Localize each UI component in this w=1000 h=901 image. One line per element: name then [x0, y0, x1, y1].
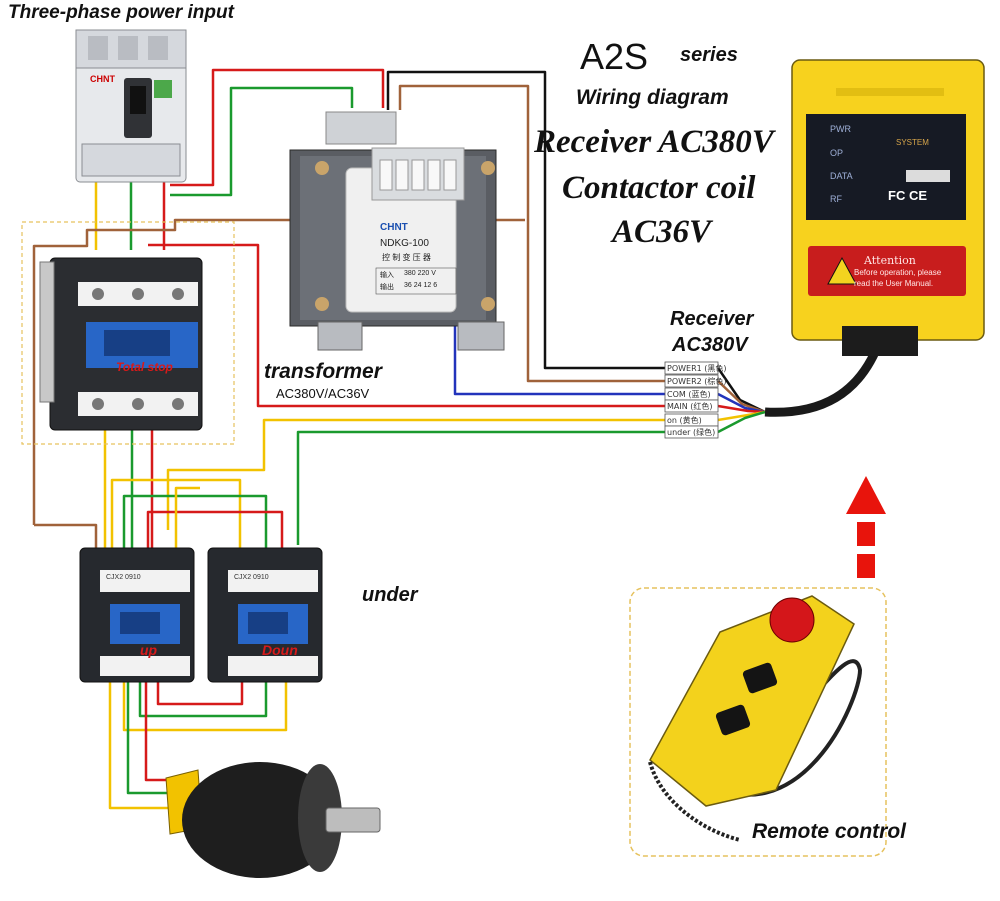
led-pwr: PWR [830, 124, 851, 134]
circuit-breaker [75, 29, 187, 183]
wire-under-green [296, 430, 665, 545]
pin-power2: POWER2 (棕色) [667, 377, 727, 386]
wire-motor-green [126, 680, 170, 795]
signal-arrow [846, 476, 886, 578]
wire-breaker-transformer-green [170, 86, 354, 197]
wire-power2-brown [398, 84, 665, 383]
transformer-row2-label: 输出 [380, 284, 394, 291]
attention-line1: Before operation, please [854, 268, 942, 277]
receiver-panel-title: SYSTEM [896, 138, 929, 147]
wire-brown-to-coil [34, 523, 98, 548]
title-receiver-volts: Receiver AC380V [534, 124, 774, 160]
receiver-cable [764, 338, 885, 417]
transformer-sub: 控 制 变 压 器 [382, 253, 431, 262]
led-rf: RF [830, 194, 842, 204]
pin-power1: POWER1 (黑色) [667, 364, 727, 373]
title-model: A2S [580, 36, 649, 77]
receiver-label-1: Receiver [670, 308, 754, 330]
wire-main-red [148, 243, 665, 408]
down-model: CJX2 0910 [234, 574, 269, 581]
remote-frame [629, 587, 887, 857]
attention-title: Attention [864, 254, 916, 267]
remote-control [648, 595, 863, 842]
receiver-box [791, 59, 985, 356]
transformer-model: NDKG-100 [380, 238, 429, 249]
contactor-down [207, 547, 323, 683]
up-model: CJX2 0910 [106, 574, 141, 581]
attention-line2: read the User Manual. [854, 279, 934, 288]
led-op: OP [830, 148, 844, 158]
title-series: series [680, 44, 738, 66]
wire-motor-yellow [108, 680, 170, 810]
transformer-row1-label: 输入 [380, 272, 394, 279]
pin-com: COM (蓝色) [667, 390, 711, 399]
title-power-input: Three-phase power input [8, 2, 234, 23]
contactor-up [79, 547, 195, 683]
up-label: up [140, 642, 158, 658]
pin-main: MAIN (红色) [667, 402, 713, 411]
remote-label: Remote control [752, 820, 907, 843]
pin-under: under (绿色) [667, 428, 716, 437]
breaker-brand: CHNT [90, 74, 115, 84]
wire-breaker-transformer-red [170, 68, 385, 187]
transformer-brand: CHNT [380, 222, 408, 233]
wire-motor-red [144, 680, 170, 782]
main-contactor-label: Total stop [116, 360, 173, 374]
wire-power1-black [386, 70, 665, 370]
transformer-spec: AC380V/AC36V [276, 386, 370, 401]
transformer-unit [289, 111, 505, 351]
receiver-cert: FC CE [888, 188, 927, 203]
title-coil-line1: Contactor coil [562, 170, 756, 206]
main-contactor [39, 257, 203, 431]
wire-common-brown [32, 218, 525, 525]
wire-on-yellow [166, 418, 665, 530]
transformer-label: transformer [264, 360, 382, 383]
receiver-pins [664, 361, 719, 439]
transformer-row1-val: 380 220 V [404, 270, 436, 277]
down-label: Doun [262, 642, 298, 658]
pin-on: on (黄色) [667, 416, 702, 425]
led-data: DATA [830, 171, 853, 181]
main-contactor-frame [21, 221, 235, 445]
title-coil-line2: AC36V [612, 214, 712, 250]
motor [165, 762, 381, 878]
under-label: under [362, 584, 418, 606]
transformer-row2-val: 36 24 12 6 [404, 282, 438, 289]
receiver-label-2: AC380V [672, 334, 748, 356]
title-wiring: Wiring diagram [576, 86, 729, 109]
